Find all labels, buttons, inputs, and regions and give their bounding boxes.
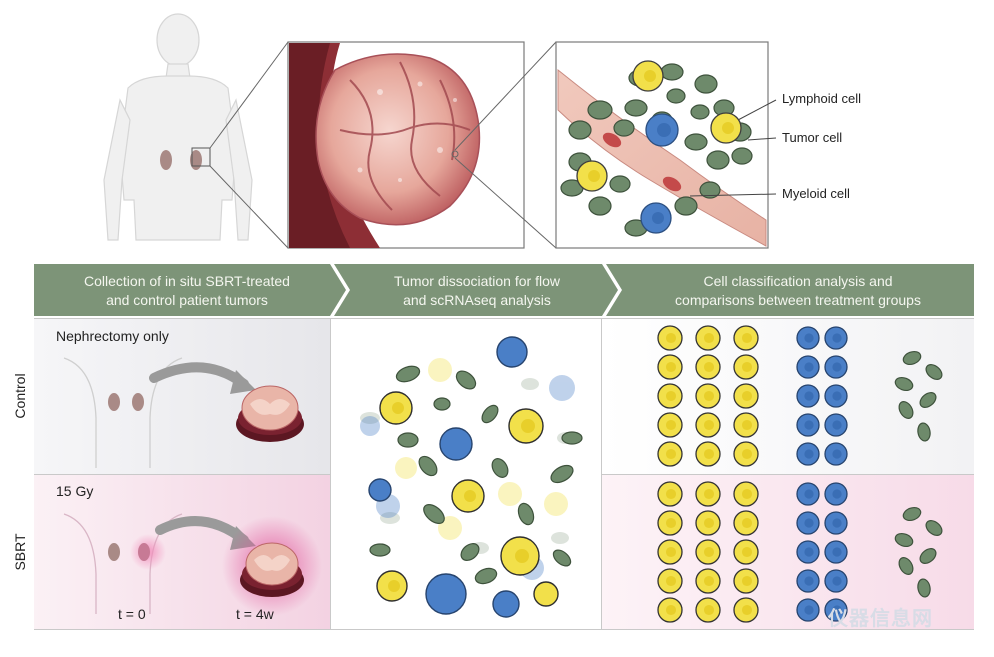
- control-arrow-icon: [149, 362, 249, 389]
- dissociation-art: [360, 336, 583, 618]
- row-label-control: Control: [12, 373, 28, 419]
- sorted-myeloid-cell: [796, 384, 820, 408]
- dissociated-tumor-cells-icon: [369, 365, 583, 585]
- sorted-myeloid-cell: [824, 413, 848, 437]
- sorted-lymphoid-cell: [657, 481, 683, 507]
- sorted-lymphoid-cell: [695, 481, 721, 507]
- sorted-myeloid-cell: [824, 511, 848, 535]
- sorted-myeloid-cell: [796, 598, 820, 622]
- time-zero-label: t = 0: [118, 606, 146, 622]
- header-text-dissociation: Tumor dissociation for flow and scRNAseq…: [394, 273, 560, 308]
- sorted-lymphoid-cell: [733, 481, 759, 507]
- header-text-collection: Collection of in situ SBRT-treated and c…: [84, 273, 290, 308]
- sorted-tumor-cell: [917, 422, 931, 442]
- sorted-tumor-cell: [925, 520, 943, 536]
- sorted-myeloid-cell: [796, 482, 820, 506]
- sorted-lymphoid-cell: [733, 441, 759, 467]
- control-tumor-specimen-icon: [236, 385, 304, 442]
- header-step-1: [34, 264, 346, 316]
- header-step-3: [606, 264, 974, 316]
- sorted-myeloid-cell: [824, 355, 848, 379]
- sorted-lymphoid-cell: [733, 354, 759, 380]
- sorted-myeloid-cell: [796, 355, 820, 379]
- sorted-lymphoid-cell: [695, 441, 721, 467]
- sorted-myeloid-cell: [796, 540, 820, 564]
- sorted-lymphoid-cell: [695, 325, 721, 351]
- sorted-lymphoid-cell: [733, 325, 759, 351]
- sorted-lymphoid-cell: [733, 510, 759, 536]
- sorted-lymphoid-cell: [733, 597, 759, 623]
- row-label-sbrt: SBRT: [12, 533, 28, 571]
- collection-art: [63, 357, 322, 616]
- sorted-tumor-cell: [894, 376, 914, 392]
- sorted-lymphoid-cell: [657, 412, 683, 438]
- header-step-2: [334, 264, 618, 316]
- control-kidney-right-icon: [132, 393, 144, 411]
- sorted-lymphoid-cell: [695, 568, 721, 594]
- sorted-myeloid-cell: [824, 482, 848, 506]
- sorted-myeloid-cell: [796, 511, 820, 535]
- sorted-lymphoid-cell: [695, 354, 721, 380]
- sorted-myeloid-cell: [824, 384, 848, 408]
- kidneys-icon: [160, 150, 202, 170]
- header-bar: [0, 262, 994, 318]
- tumor-cell-label: Tumor cell: [782, 130, 843, 145]
- sorted-myeloid-cell: [824, 442, 848, 466]
- sorted-myeloid-cell: [824, 598, 848, 622]
- sorted-lymphoid-cell: [657, 441, 683, 467]
- watermark-text: 仪器信息网: [828, 608, 933, 630]
- myeloid-cell-label: Myeloid cell: [782, 186, 850, 201]
- sorted-lymphoid-cell: [733, 539, 759, 565]
- lymphoid-cell-label: Lymphoid cell: [782, 91, 862, 106]
- sorted-lymphoid-cell: [695, 510, 721, 536]
- sorted-lymphoid-cell: [657, 510, 683, 536]
- control-caption: Nephrectomy only: [56, 328, 169, 344]
- sorted-tumor-cell: [898, 557, 914, 575]
- sorted-tumor-cell: [917, 578, 931, 598]
- sorted-lymphoid-cell: [657, 597, 683, 623]
- header-text-classification: Cell classification analysis and compari…: [675, 273, 921, 308]
- sorted-lymphoid-cell: [657, 383, 683, 409]
- dissociated-myeloid-cells-icon: [368, 336, 528, 618]
- sorted-lymphoid-cell: [657, 354, 683, 380]
- myeloid-cells-icon: [640, 113, 679, 234]
- sorted-tumor-cell: [902, 350, 922, 366]
- sorted-myeloid-cell: [796, 569, 820, 593]
- sorted-lymphoid-cell: [733, 383, 759, 409]
- sorted-tumor-cell: [919, 392, 937, 408]
- sorted-lymphoid-cell: [695, 539, 721, 565]
- sorted-lymphoid-cell: [695, 383, 721, 409]
- sorted-myeloid-cell: [824, 540, 848, 564]
- classification-art: [657, 325, 943, 623]
- control-kidney-left-icon: [108, 393, 120, 411]
- top-illustration: [103, 13, 777, 249]
- zoom-box-small: [191, 147, 211, 167]
- sorted-myeloid-cell: [796, 326, 820, 350]
- human-silhouette: [103, 13, 253, 241]
- sorted-lymphoid-cell: [695, 412, 721, 438]
- sorted-tumor-cell: [902, 506, 922, 522]
- sorted-lymphoid-cell: [657, 568, 683, 594]
- sorted-lymphoid-cell: [695, 597, 721, 623]
- tumor-zoom-panel: [287, 41, 525, 249]
- lymphoid-cells-icon: [576, 60, 742, 192]
- sorted-tumor-cell: [898, 401, 914, 419]
- sbrt-caption: 15 Gy: [56, 483, 94, 499]
- sorted-lymphoid-cell: [657, 539, 683, 565]
- cell-zoom-panel: [555, 41, 777, 249]
- sorted-tumor-cell: [894, 532, 914, 548]
- sorted-lymphoid-cell: [733, 412, 759, 438]
- sorted-myeloid-cell: [824, 569, 848, 593]
- sorted-myeloid-cell: [796, 413, 820, 437]
- sorted-tumor-cell: [919, 548, 937, 564]
- sbrt-tumor-specimen-icon: [240, 542, 304, 597]
- sorted-lymphoid-cell: [657, 325, 683, 351]
- sbrt-kidney-left-icon: [108, 543, 120, 561]
- sorted-myeloid-cell: [824, 326, 848, 350]
- sorted-myeloid-cell: [796, 442, 820, 466]
- sorted-lymphoid-cell: [733, 568, 759, 594]
- sbrt-kidney-right-icon: [138, 543, 150, 561]
- sorted-tumor-cell: [925, 364, 943, 380]
